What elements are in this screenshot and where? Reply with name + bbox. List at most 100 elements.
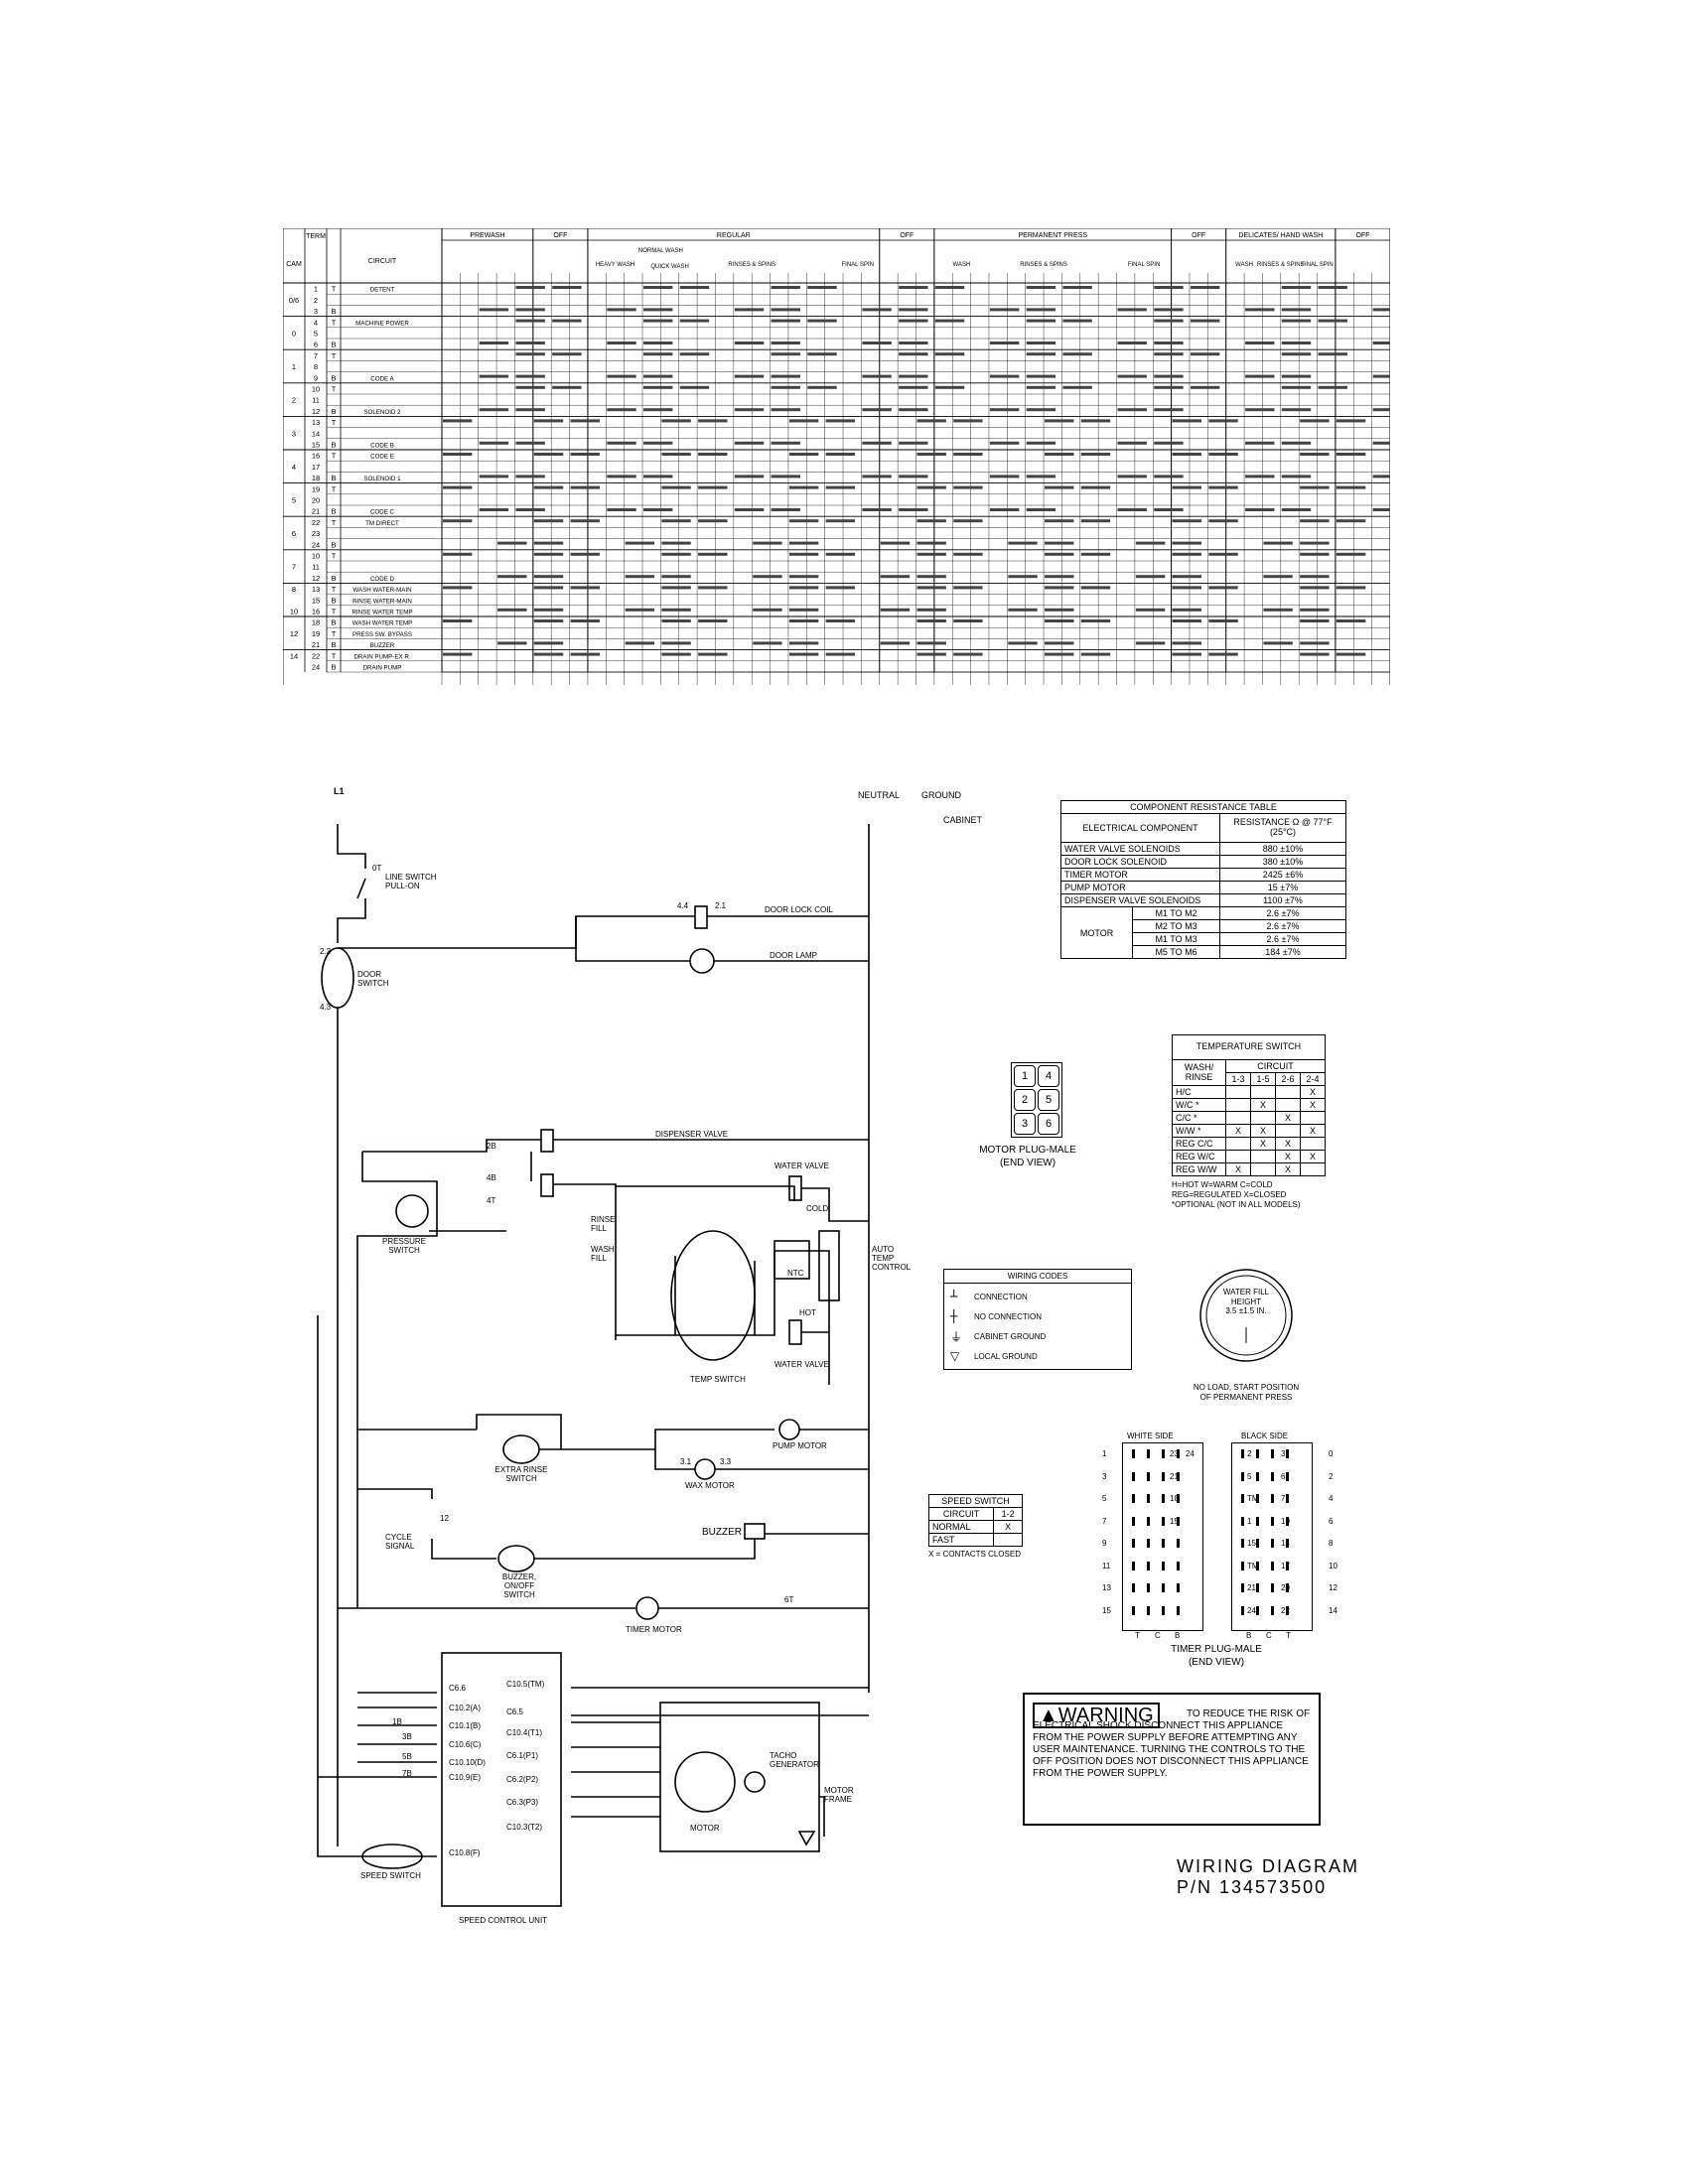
chart-header-header_circuit: CIRCUIT <box>368 258 397 265</box>
timer-plug-pin-left: 13 <box>1102 1583 1111 1592</box>
wash-rinse-header: WASH/ RINSE <box>1172 1059 1226 1086</box>
contact-closed-bar <box>788 453 819 456</box>
timer-plug-terminal <box>1286 1449 1289 1458</box>
timer-plug-row-label: T <box>1135 1631 1140 1640</box>
timer-plug-terminal <box>1286 1561 1289 1570</box>
timer-contact-label: 4B <box>487 1173 496 1182</box>
sub-phase-label: FINAL SPIN <box>842 262 874 268</box>
contact-closed-bar <box>899 385 928 389</box>
timer-plug-black-pin: 17 <box>1281 1562 1290 1570</box>
chart-row-plug: 19 <box>312 484 320 493</box>
contact-closed-bar <box>934 385 965 389</box>
buzzer-switch-label: BUZZER, ON/OFF SWITCH <box>501 1572 537 1599</box>
temp-setting: REG C/C <box>1172 1137 1226 1151</box>
motor-plug-pin: 4 <box>1038 1065 1059 1087</box>
contact-closed-bar <box>1263 608 1293 612</box>
contact-closed-bar <box>807 286 837 289</box>
temp-circuit-col: 2-4 <box>1300 1072 1326 1086</box>
chart-row-plug: 10 <box>312 552 320 561</box>
sub-phase-label: HEAVY WASH <box>596 262 634 268</box>
contact-closed-bar <box>661 575 691 579</box>
contact-closed-bar <box>771 374 800 378</box>
timer-plug-terminal <box>1132 1539 1135 1548</box>
scu-terminal-right: C10.5(TM) <box>506 1680 545 1689</box>
cabinet-ground-icon: ⏚ <box>950 1329 963 1344</box>
contact-closed-bar <box>1300 519 1330 523</box>
timer-plug-terminal <box>1241 1583 1244 1592</box>
contact-closed-bar <box>570 552 600 556</box>
contact-closed-bar <box>1045 586 1074 590</box>
contact-closed-bar <box>788 485 819 489</box>
warning-icon: ▲ <box>1039 1705 1058 1726</box>
contact-closed-bar <box>1281 374 1312 378</box>
chart-row-plug: 18 <box>312 618 320 627</box>
temp-contact-cell <box>1225 1098 1251 1112</box>
chart-row-contact: T <box>332 629 337 638</box>
contact-closed-bar <box>916 608 946 612</box>
contact-closed-bar <box>661 552 691 556</box>
chart-row-plug: 13 <box>312 418 320 427</box>
motor-plug-caption: MOTOR PLUG-MALE (END VIEW) <box>958 1144 1097 1169</box>
contact-closed-bar <box>570 619 600 622</box>
contact-closed-bar <box>880 541 911 545</box>
contact-closed-bar <box>1172 575 1201 579</box>
motor-plug-pin: 6 <box>1038 1113 1059 1135</box>
timer-plug-caption: TIMER PLUG-MALE (END VIEW) <box>1157 1643 1276 1669</box>
timer-plug-terminal <box>1162 1449 1165 1458</box>
contact-closed-bar <box>533 485 564 489</box>
timer-plug-white-side <box>1122 1442 1203 1631</box>
chart-row-circuit: PRESS SW. BYPASS <box>352 631 412 638</box>
contact-closed-bar <box>899 308 928 312</box>
contact-closed-bar <box>1062 352 1092 356</box>
contact-closed-bar <box>825 485 856 489</box>
contact-closed-bar <box>1080 419 1111 423</box>
contact-closed-bar <box>1336 485 1366 489</box>
water-valve-cold-label: WATER VALVE <box>774 1161 829 1170</box>
contact-closed-bar <box>899 374 928 378</box>
contact-closed-bar <box>443 552 473 556</box>
contact-closed-bar <box>1026 475 1056 478</box>
contact-closed-bar <box>698 519 728 523</box>
chart-row-contact: T <box>332 585 337 594</box>
chart-header-header_term: TERM <box>306 233 326 240</box>
sub-phase-label: NORMAL WASH <box>638 248 683 254</box>
contact-closed-bar <box>1045 619 1074 622</box>
contact-closed-bar <box>1318 385 1347 389</box>
chart-row-contact: T <box>332 318 337 327</box>
contact-closed-bar <box>1336 652 1366 656</box>
scu-terminal-right: C10.3(T2) <box>506 1823 543 1832</box>
contact-closed-bar <box>1008 608 1038 612</box>
chart-row-contact: B <box>331 307 336 316</box>
contact-closed-bar <box>734 341 765 344</box>
contact-closed-bar <box>643 475 673 478</box>
contact-closed-bar <box>661 541 691 545</box>
contact-closed-bar <box>1208 619 1238 622</box>
chart-row-plug: 20 <box>312 496 320 505</box>
contact-closed-bar <box>771 352 800 356</box>
temp-setting: W/C * <box>1172 1098 1226 1112</box>
contact-closed-bar <box>533 519 564 523</box>
chart-row-contact: B <box>331 618 336 627</box>
diagram-title: WIRING DIAGRAM <box>1177 1856 1359 1876</box>
timer-plug-terminal <box>1256 1583 1259 1592</box>
component-resistance: 1100 ±7% <box>1219 893 1346 907</box>
contact-closed-bar <box>807 319 837 323</box>
cold-label: COLD <box>806 1204 829 1213</box>
contact-closed-bar <box>753 608 782 612</box>
timer-plug-terminal <box>1271 1516 1274 1526</box>
contact-closed-bar <box>443 419 473 423</box>
timer-plug-terminal <box>1132 1583 1135 1592</box>
contact-closed-bar <box>989 441 1020 445</box>
contact-closed-bar <box>1154 341 1184 344</box>
chart-row-circuit: CODE A <box>370 375 394 382</box>
line-switch-terminal: 0T <box>372 864 382 873</box>
chart-row-plug: 8 <box>314 362 318 371</box>
contact-closed-bar <box>552 286 582 289</box>
contact-closed-bar <box>862 475 892 478</box>
contact-closed-bar <box>515 385 545 389</box>
contact-closed-bar <box>1154 319 1184 323</box>
temp-contact-cell: X <box>1225 1162 1251 1176</box>
contact-closed-bar <box>497 641 527 645</box>
timer-plug-pin-left: 5 <box>1102 1494 1107 1503</box>
